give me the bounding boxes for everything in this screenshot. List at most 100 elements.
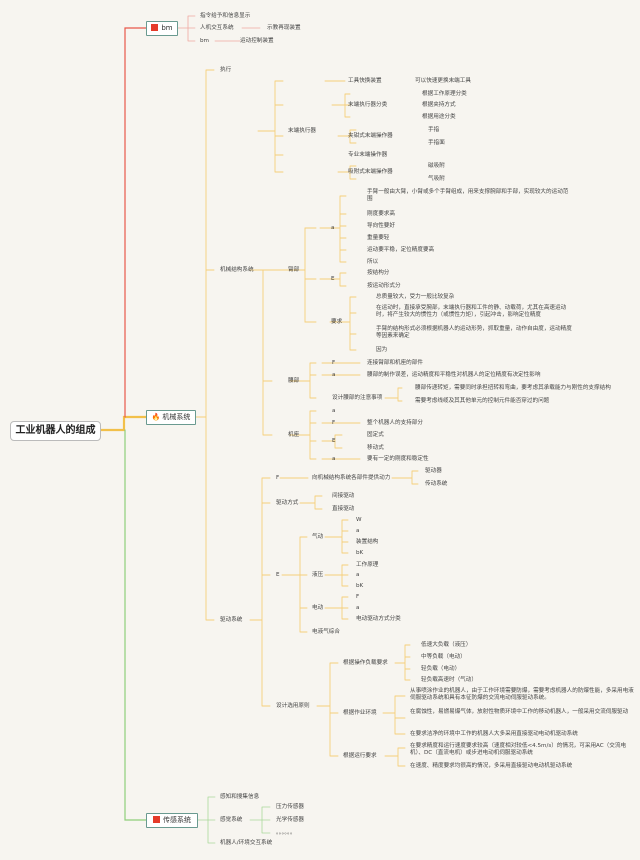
node[interactable]: E [332, 438, 336, 444]
node[interactable]: 移动式 [367, 445, 384, 451]
node[interactable]: 设计腰部的注意事项 [332, 395, 383, 401]
node[interactable]: 中等负载（电动） [421, 654, 466, 660]
node[interactable]: 末端执行器分类 [348, 102, 388, 108]
node[interactable]: 根据工作原理分类 [422, 91, 467, 97]
node[interactable]: 专业末端操作器 [348, 152, 388, 158]
node[interactable]: 装置结构 [356, 539, 379, 545]
node[interactable]: 重量要轻 [367, 235, 390, 241]
node[interactable]: 需要考虑线缆及其其他单元的控制元件能否穿过的问题 [415, 398, 550, 404]
node[interactable]: bK [356, 550, 364, 556]
node[interactable]: 根据运行要求 [343, 753, 377, 759]
node[interactable]: 可以快速更换末端工具 [415, 78, 471, 84]
node[interactable]: 根据夹持方式 [422, 102, 456, 108]
node[interactable]: 电动 [312, 605, 324, 611]
node[interactable]: F [332, 420, 336, 426]
node[interactable]: 示教再现装置 [267, 25, 301, 31]
node[interactable]: 低速大负载（液压） [421, 642, 472, 648]
node[interactable]: 导向性要好 [367, 223, 395, 229]
node[interactable]: 工具快换装置 [348, 78, 382, 84]
node[interactable]: 手指 [428, 127, 440, 133]
node[interactable]: 按结构分 [367, 270, 390, 276]
node[interactable]: W [356, 517, 362, 523]
node[interactable]: bK [356, 583, 364, 589]
node[interactable]: 在腐蚀性，易燃易爆气体，放射性物质环境中工作的移动机器人，一般采用交流伺服驱动 [410, 709, 629, 715]
node[interactable]: 根据用途分类 [422, 114, 456, 120]
node[interactable]: 传动系统 [425, 481, 448, 487]
node[interactable]: 电液气综合 [312, 629, 340, 635]
node[interactable]: bm [200, 38, 209, 44]
branch-mech[interactable]: 🔥机械系统 [146, 410, 196, 425]
node[interactable]: E [331, 276, 335, 282]
node[interactable]: 固定式 [367, 432, 384, 438]
node[interactable]: 光学传感器 [276, 817, 304, 823]
node[interactable]: E [276, 572, 280, 578]
node[interactable]: a [356, 528, 360, 534]
node[interactable]: 在要求洁净的环境中工作的机器人大多采用直接驱动电动机驱动系统 [410, 731, 578, 737]
node[interactable]: 要求 [331, 319, 343, 325]
node[interactable]: 刚度要求高 [367, 211, 395, 217]
node[interactable]: 按运动形式分 [367, 283, 401, 289]
node[interactable]: 轻负载（电动） [421, 666, 461, 672]
node[interactable]: 压力传感器 [276, 804, 304, 810]
node[interactable]: a [356, 572, 360, 578]
node[interactable]: 运动要平稳，定位精度要高 [367, 247, 435, 253]
node[interactable]: 腰部传递转矩，需要同时承担扭转和弯曲，要考虑其承载能力与刚性的支撑结构 [415, 385, 611, 391]
node[interactable]: 整个机器人的支持部分 [367, 420, 423, 426]
branch-hmi[interactable]: bm [146, 21, 178, 36]
node[interactable]: 连接臂部和机座的部件 [367, 360, 423, 366]
branch-sensor[interactable]: 传感系统 [146, 813, 198, 828]
node[interactable]: 机器人/环境交互系统 [220, 840, 273, 846]
node[interactable]: 磁吸附 [428, 163, 445, 169]
node[interactable]: 人机交互系统 [200, 25, 234, 31]
node[interactable]: a [356, 605, 360, 611]
node[interactable]: 末端执行器 [288, 128, 316, 134]
node[interactable]: 在速度、精度要求均很高的情况，多采用直接驱动电动机驱动系统 [410, 763, 573, 769]
node[interactable]: 感觉系统 [220, 817, 243, 823]
node[interactable]: 夹钳式末端操作器 [348, 133, 393, 139]
node[interactable]: F [332, 360, 336, 366]
node[interactable]: 腰部的制作误差，运动精度和平稳性对机器人的定位精度有决定性影响 [367, 372, 541, 378]
node[interactable]: F [356, 594, 360, 600]
node[interactable]: 驱动系统 [220, 617, 243, 623]
node[interactable]: 在要求精度和运行速度要求较高（速度相对较低<4.5m/s）的情况，可采用AC（交… [410, 743, 627, 756]
node[interactable]: 手指面 [428, 140, 445, 146]
node[interactable]: 电动驱动方式分类 [356, 616, 401, 622]
node[interactable]: 机械结构系统 [220, 267, 254, 273]
node[interactable]: 。。。。。。 [276, 830, 296, 836]
node[interactable]: 气动 [312, 534, 324, 540]
node[interactable]: 向机械结构系统各部件提供动力 [312, 475, 391, 481]
node[interactable]: 执行 [220, 67, 232, 73]
node[interactable]: 液压 [312, 572, 324, 578]
node[interactable]: 从事喷涂作业的机器人，由于工作环境需要防爆，需要考虑机器人的防爆性能，多采用电液… [410, 688, 634, 701]
node[interactable]: 要有一定的刚度和稳定性 [367, 456, 429, 462]
node[interactable]: 手臂的结构形式必须根据机器人的运动形势，抓取重量，动作自由度，运动精度等因素来确… [376, 326, 572, 339]
node[interactable]: 臂部 [288, 267, 300, 273]
node[interactable]: 间接驱动 [332, 493, 355, 499]
node[interactable]: 手臂一般由大臂，小臂或多个手臂组成，用来支撑腕部和手部，实现较大的运动范围 [367, 189, 569, 202]
node[interactable]: a [332, 408, 336, 414]
node[interactable]: 工作原理 [356, 562, 379, 568]
node[interactable]: 根据作业环境 [343, 710, 377, 716]
node[interactable]: 因为 [376, 347, 388, 353]
node[interactable]: a [332, 456, 336, 462]
node[interactable]: 指令给予和信息显示 [200, 13, 251, 19]
node[interactable]: 总质量较大，受力一般比较复杂 [376, 294, 455, 300]
node[interactable]: 驱动方式 [276, 500, 299, 506]
node[interactable]: F [276, 475, 280, 481]
node[interactable]: 吸附式末端操作器 [348, 169, 393, 175]
node[interactable]: 根据操作负载要求 [343, 660, 388, 666]
node[interactable]: 气吸附 [428, 176, 445, 182]
node[interactable]: 轻负载高速时（气动） [421, 677, 477, 683]
node[interactable]: 机座 [288, 432, 300, 438]
node[interactable]: a [332, 372, 336, 378]
node[interactable]: 在运动时，直接承受腕部，末端执行器和工件的静、动载荷，尤其在高速运动时，将产生较… [376, 305, 567, 318]
node[interactable]: 设计选用原则 [276, 703, 310, 709]
node[interactable]: 驱动器 [425, 468, 442, 474]
node[interactable]: a [331, 225, 335, 231]
node[interactable]: 腰部 [288, 378, 300, 384]
root-node[interactable]: 工业机器人的组成 [10, 421, 101, 441]
node[interactable]: 所以 [367, 259, 379, 265]
node[interactable]: 直接驱动 [332, 506, 355, 512]
node[interactable]: 运动控制装置 [240, 38, 274, 44]
node[interactable]: 感知和搜集信息 [220, 794, 260, 800]
